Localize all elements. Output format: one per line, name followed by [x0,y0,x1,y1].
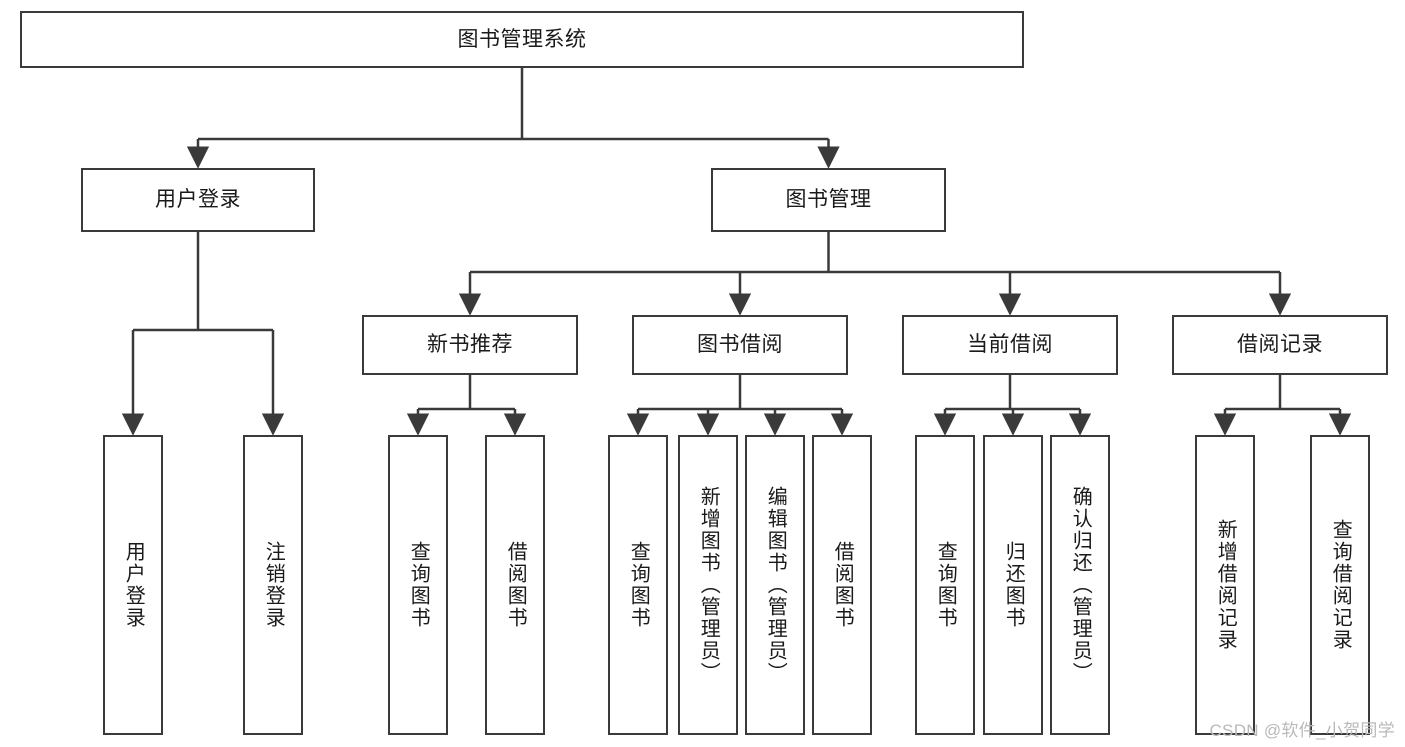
leaf-logout-label: 注销登录 [262,541,285,629]
node-current-borrow-label: 当前借阅 [967,333,1053,357]
node-borrow-record-label: 借阅记录 [1237,333,1323,357]
node-borrow-record[interactable]: 借阅记录 [1172,315,1388,375]
node-book-borrow-label: 图书借阅 [697,333,783,357]
node-root-label: 图书管理系统 [457,27,587,51]
leaf-confirm-return[interactable]: 确认归还（管理员） [1050,435,1110,735]
leaf-confirm-return-label: 确认归还（管理员） [1069,486,1092,684]
node-book-borrow[interactable]: 图书借阅 [632,315,848,375]
leaf-query-book-current-label: 查询图书 [934,541,957,629]
leaf-query-book-borrow[interactable]: 查询图书 [608,435,668,735]
leaf-borrow-book-recommend[interactable]: 借阅图书 [485,435,545,735]
leaf-logout[interactable]: 注销登录 [243,435,303,735]
node-new-book-recommend-label: 新书推荐 [427,333,513,357]
node-user-login-label: 用户登录 [155,188,241,212]
leaf-borrow-book[interactable]: 借阅图书 [812,435,872,735]
leaf-borrow-book-label: 借阅图书 [831,541,854,629]
leaf-add-borrow-record[interactable]: 新增借阅记录 [1195,435,1255,735]
node-user-login[interactable]: 用户登录 [81,168,315,232]
leaf-add-borrow-record-label: 新增借阅记录 [1214,519,1237,651]
leaf-edit-book[interactable]: 编辑图书（管理员） [745,435,805,735]
leaf-query-borrow-record[interactable]: 查询借阅记录 [1310,435,1370,735]
leaf-borrow-book-recommend-label: 借阅图书 [504,541,527,629]
leaf-query-book-borrow-label: 查询图书 [627,541,650,629]
node-current-borrow[interactable]: 当前借阅 [902,315,1118,375]
leaf-query-book-recommend-label: 查询图书 [407,541,430,629]
leaf-user-login-label: 用户登录 [122,541,145,629]
node-root[interactable]: 图书管理系统 [20,11,1024,68]
node-book-manage[interactable]: 图书管理 [711,168,946,232]
leaf-return-book-label: 归还图书 [1002,541,1025,629]
leaf-edit-book-label: 编辑图书（管理员） [764,486,787,684]
leaf-query-book-recommend[interactable]: 查询图书 [388,435,448,735]
node-book-manage-label: 图书管理 [785,188,872,212]
leaf-add-book[interactable]: 新增图书（管理员） [678,435,738,735]
node-new-book-recommend[interactable]: 新书推荐 [362,315,578,375]
leaf-query-borrow-record-label: 查询借阅记录 [1329,519,1352,651]
leaf-query-book-current[interactable]: 查询图书 [915,435,975,735]
leaf-user-login[interactable]: 用户登录 [103,435,163,735]
leaf-return-book[interactable]: 归还图书 [983,435,1043,735]
leaf-add-book-label: 新增图书（管理员） [697,486,720,684]
